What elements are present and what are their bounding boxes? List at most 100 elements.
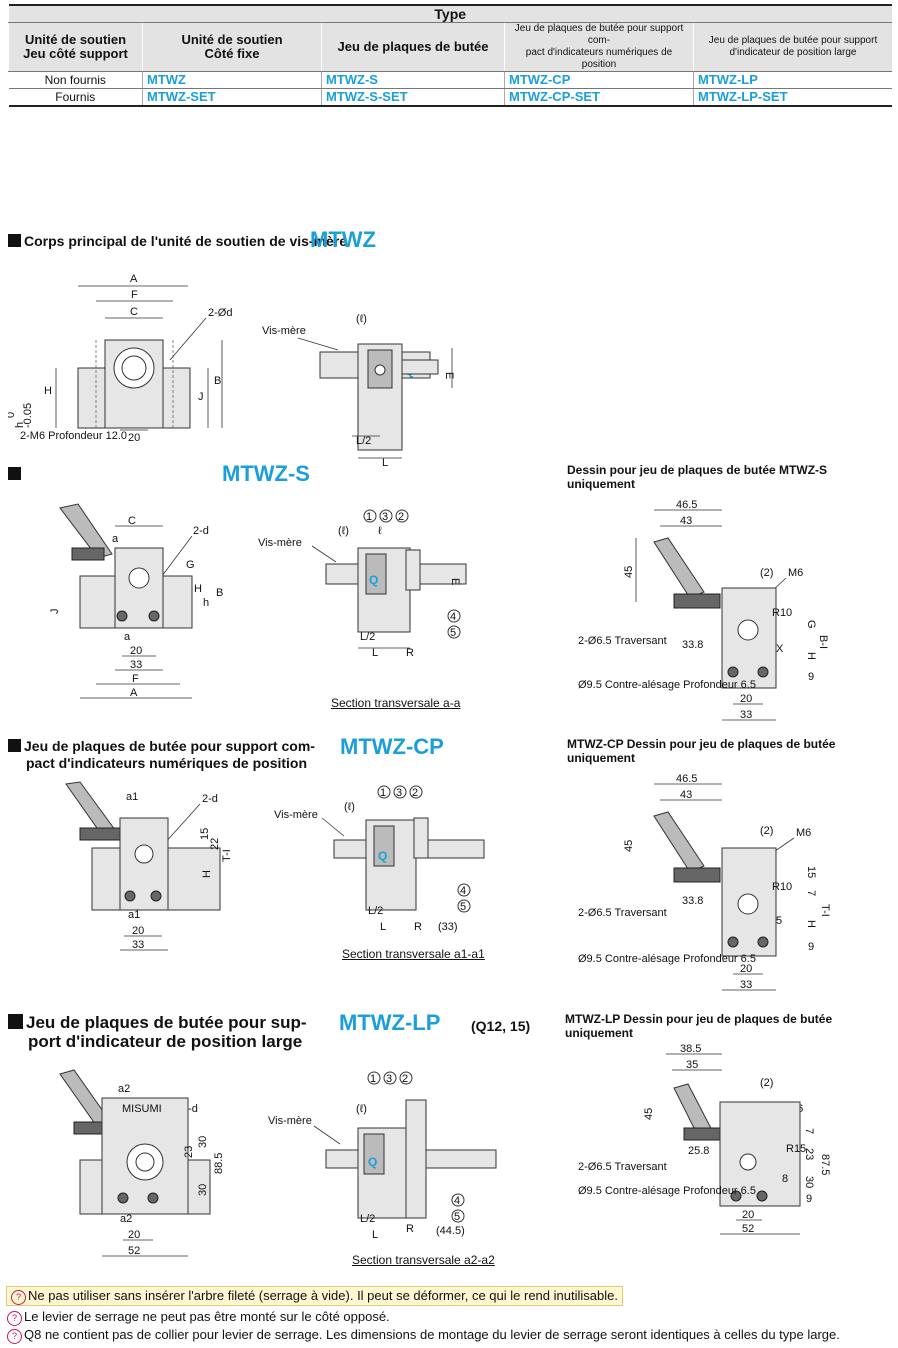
svg-text:15: 15 xyxy=(805,866,817,878)
svg-text:30: 30 xyxy=(197,1184,209,1196)
svg-text:2-d: 2-d xyxy=(193,525,209,537)
svg-text:5: 5 xyxy=(460,901,466,913)
type-row: Non fournis MTWZ MTWZ-S MTWZ-CP MTWZ-LP xyxy=(8,71,892,89)
section-code-mtwz-s: MTWZ-S xyxy=(222,461,310,486)
svg-text:(33): (33) xyxy=(438,921,458,933)
mtwz-s-plate-drawing: 46.5 43 45 (2)M6 R10 33.8 X 2-Ø6.5 Trave… xyxy=(578,499,829,721)
svg-text:(2): (2) xyxy=(760,825,773,837)
svg-text:-0.05: -0.05 xyxy=(22,403,34,428)
svg-text:R10: R10 xyxy=(772,607,792,619)
svg-text:35: 35 xyxy=(686,1059,698,1071)
svg-text:T-I: T-I xyxy=(221,849,233,862)
svg-text:4: 4 xyxy=(454,1195,460,1207)
svg-text:1: 1 xyxy=(380,787,386,799)
caption-mtwz-s: Dessin pour jeu de plaques de butée MTWZ… xyxy=(567,463,828,491)
svg-text:A: A xyxy=(130,687,138,699)
svg-text:8: 8 xyxy=(782,1173,788,1185)
svg-text:33.8: 33.8 xyxy=(682,639,703,651)
svg-text:52: 52 xyxy=(128,1245,140,1257)
svg-text:20: 20 xyxy=(130,645,142,657)
mtwz-side-section: Vis-mère (ℓ) Q E L/2 L xyxy=(262,313,455,469)
svg-text:C: C xyxy=(128,515,136,527)
svg-text:a1: a1 xyxy=(128,909,140,921)
svg-text:M6: M6 xyxy=(788,567,803,579)
svg-text:45: 45 xyxy=(643,1108,655,1120)
svg-text:20: 20 xyxy=(740,963,752,975)
svg-text:2-M6 Profondeur 12.0: 2-M6 Profondeur 12.0 xyxy=(20,430,127,442)
svg-text:a: a xyxy=(124,631,131,643)
svg-text:Vis-mère: Vis-mère xyxy=(262,325,306,337)
warning-icon: ? xyxy=(7,1329,22,1344)
svg-text:G: G xyxy=(805,620,817,629)
svg-text:(44.5): (44.5) xyxy=(436,1225,465,1237)
code-cell: MTWZ-LP-SET xyxy=(693,88,892,107)
svg-text:7: 7 xyxy=(803,1128,815,1134)
section-code-mtwz-cp: MTWZ-CP xyxy=(340,734,444,759)
svg-text:46.5: 46.5 xyxy=(676,773,697,785)
svg-text:B: B xyxy=(216,587,223,599)
mtwz-cp-side-section: Vis-mère (ℓ) 1 3 2 Q 4 5 L/2 L R (33) xyxy=(274,785,485,933)
svg-text:L/2: L/2 xyxy=(360,631,375,643)
svg-text:33: 33 xyxy=(740,709,752,721)
section-extra-mtwz-lp: (Q12, 15) xyxy=(471,1018,531,1034)
caption-mtwz-cp: MTWZ-CP Dessin pour jeu de plaques de bu… xyxy=(567,737,836,765)
svg-text:F: F xyxy=(132,673,139,685)
code-cell: MTWZ xyxy=(142,71,322,89)
svg-text:a1: a1 xyxy=(126,791,138,803)
svg-text:22: 22 xyxy=(209,838,221,850)
svg-text:L: L xyxy=(372,1229,378,1241)
row-label: Non fournis xyxy=(8,71,143,89)
svg-text:3: 3 xyxy=(382,511,388,523)
svg-text:Q: Q xyxy=(378,849,387,863)
svg-text:(ℓ): (ℓ) xyxy=(344,801,355,813)
svg-text:H: H xyxy=(805,652,817,660)
svg-text:Q: Q xyxy=(368,1155,377,1169)
svg-text:E: E xyxy=(449,578,461,585)
svg-text:33.8: 33.8 xyxy=(682,895,703,907)
svg-text:2: 2 xyxy=(398,511,404,523)
svg-text:9: 9 xyxy=(808,671,814,683)
svg-text:9: 9 xyxy=(808,941,814,953)
svg-text:a: a xyxy=(112,533,119,545)
svg-text:R10: R10 xyxy=(772,881,792,893)
note: ?Le levier de serrage ne peut pas être m… xyxy=(7,1308,390,1326)
svg-text:a2: a2 xyxy=(120,1213,132,1225)
svg-text:A: A xyxy=(130,273,138,285)
svg-text:L: L xyxy=(382,457,388,469)
svg-text:R: R xyxy=(414,921,422,933)
section-label-mtwz-lp: Section transversale a2-a2 xyxy=(352,1253,495,1267)
svg-text:46.5: 46.5 xyxy=(676,499,697,511)
svg-text:5: 5 xyxy=(450,627,456,639)
mtwz-lp-plate-drawing: 38.5 35 45 (2)M6 R15 25.8 8 2-Ø6.5 Trave… xyxy=(578,1043,831,1235)
row-label: Fournis xyxy=(8,88,143,107)
type-table-title: Type xyxy=(8,4,892,23)
section-label-mtwz-s: Section transversale a-a xyxy=(331,696,461,710)
svg-text:Ø9.5 Contre-alésage Profondeur: Ø9.5 Contre-alésage Profondeur 6.5 xyxy=(578,1185,756,1197)
section-title-mtwz-lp: Jeu de plaques de butée pour sup- xyxy=(8,1014,307,1032)
svg-text:ℓ: ℓ xyxy=(378,525,382,537)
svg-text:Ø9.5 Contre-alésage Profondeur: Ø9.5 Contre-alésage Profondeur 6.5 xyxy=(578,953,756,965)
section-title-mtwz-lp-l2: port d'indicateur de position large xyxy=(28,1032,303,1051)
svg-text:J: J xyxy=(49,609,61,615)
svg-text:20: 20 xyxy=(132,925,144,937)
mtwz-s-front-view: C a 2-d J GHh B a 20 33 F A xyxy=(49,503,223,699)
svg-text:E: E xyxy=(443,372,455,379)
svg-text:L: L xyxy=(380,921,386,933)
svg-text:H: H xyxy=(44,385,52,397)
svg-text:43: 43 xyxy=(680,515,692,527)
type-row: Fournis MTWZ-SET MTWZ-S-SET MTWZ-CP-SET … xyxy=(8,88,892,107)
svg-text:25.8: 25.8 xyxy=(688,1145,709,1157)
section-title-mtwz-s xyxy=(8,466,24,482)
svg-text:2: 2 xyxy=(402,1073,408,1085)
warning-icon: ? xyxy=(11,1290,26,1305)
svg-text:Vis-mère: Vis-mère xyxy=(258,537,302,549)
svg-text:2-Ø6.5 Traversant: 2-Ø6.5 Traversant xyxy=(578,635,667,647)
code-cell: MTWZ-LP xyxy=(693,71,892,89)
section-label-mtwz-cp: Section transversale a1-a1 xyxy=(342,947,485,961)
svg-text:B-I: B-I xyxy=(817,635,829,649)
svg-text:L/2: L/2 xyxy=(368,905,383,917)
svg-text:23: 23 xyxy=(183,1146,195,1158)
svg-text:4: 4 xyxy=(450,611,456,623)
